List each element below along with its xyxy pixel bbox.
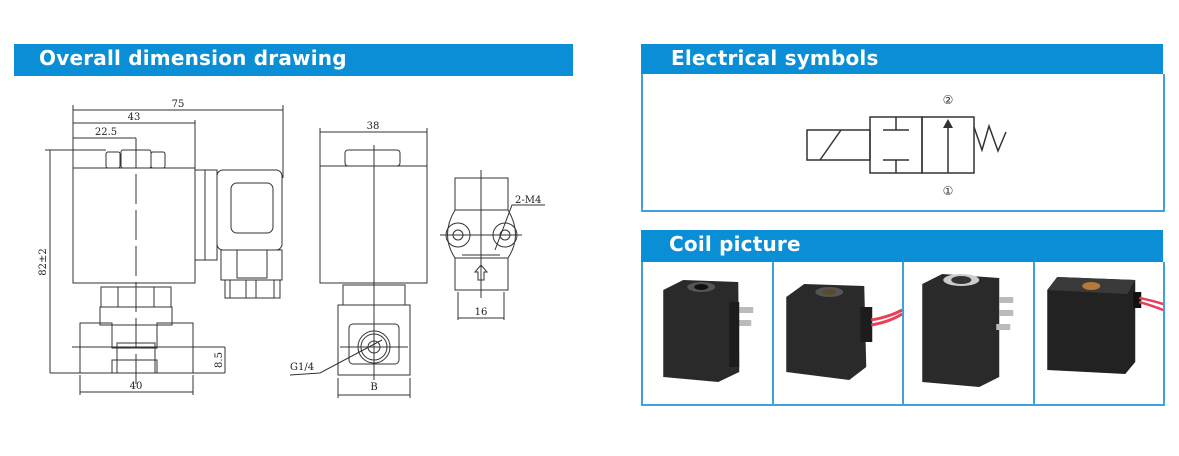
dim-mount: 2-M4 — [515, 195, 541, 206]
coil-picture-grid — [641, 262, 1165, 406]
spring-icon — [973, 123, 1007, 154]
dim-thread: G1/4 — [290, 362, 314, 373]
coil-image-2 — [774, 262, 904, 404]
dimension-drawing-title: Overall dimension drawing — [39, 46, 347, 70]
dim-43: 43 — [128, 112, 141, 123]
port-2-label: ② — [943, 93, 954, 107]
dim-22-5: 22.5 — [95, 127, 117, 138]
dimension-drawing-header: Overall dimension drawing — [14, 44, 573, 76]
dim-16: 16 — [475, 307, 488, 318]
coil-image-1 — [643, 262, 774, 404]
electrical-symbols-panel — [641, 74, 1165, 212]
coil-body-front — [72, 167, 196, 284]
dim-height: 82±2 — [38, 248, 49, 275]
flow-arrow-icon — [943, 119, 953, 128]
coil-picture-header: Coil picture — [641, 230, 1163, 262]
coil-image-4 — [1035, 262, 1163, 404]
electrical-symbols-header: Electrical symbols — [641, 44, 1163, 74]
coil-image-3 — [904, 262, 1035, 404]
dim-75: 75 — [172, 99, 185, 110]
flow-arrow-icon — [473, 264, 489, 281]
dimension-drawing: 75 43 22.5 82±2 40 8.5 38 G1/4 B 2-M4 16 — [38, 99, 545, 398]
valve-symbol: ② ① — [806, 93, 1007, 198]
dim-8-5: 8.5 — [214, 352, 225, 368]
dim-38: 38 — [367, 121, 380, 132]
coil-picture-title: Coil picture — [669, 232, 801, 256]
electrical-symbols-title: Electrical symbols — [671, 46, 879, 70]
dim-40: 40 — [130, 381, 143, 392]
dim-B: B — [370, 382, 377, 393]
port-1-label: ① — [943, 184, 954, 198]
connector-housing — [216, 169, 283, 251]
side-valve-body — [337, 304, 411, 376]
